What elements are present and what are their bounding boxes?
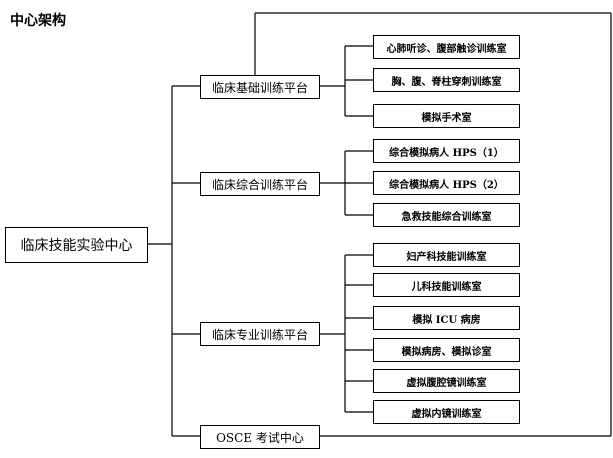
leaf-simulated-surgery-room: 模拟手术室 <box>373 104 520 128</box>
leaf-simulated-patient-2: 综合模拟病人 HPS（2） <box>373 171 520 195</box>
root-node: 临床技能实验中心 <box>5 227 148 263</box>
leaf-simulated-icu: 模拟 ICU 病房 <box>373 306 520 330</box>
platform-osce-center: OSCE 考试中心 <box>200 425 320 449</box>
platform-specialty-training: 临床专业训练平台 <box>200 322 320 346</box>
platform-comprehensive-training: 临床综合训练平台 <box>200 172 320 196</box>
leaf-pediatrics-room: 儿科技能训练室 <box>373 273 520 297</box>
leaf-cardiopulmonary-abdominal-room: 心肺听诊、腹部触诊训练室 <box>373 35 520 59</box>
leaf-obstetrics-room: 妇产科技能训练室 <box>373 243 520 267</box>
leaf-virtual-endoscopy-room: 虚拟内镜训练室 <box>373 400 520 424</box>
leaf-virtual-laparoscopy-room: 虚拟腹腔镜训练室 <box>373 369 520 393</box>
leaf-simulated-patient-1: 综合模拟病人 HPS（1） <box>373 139 520 163</box>
leaf-emergency-skills-room: 急救技能综合训练室 <box>373 203 520 227</box>
page-title: 中心架构 <box>10 13 66 29</box>
leaf-puncture-room: 胸、腹、脊柱穿刺训练室 <box>373 68 520 92</box>
platform-basic-training: 临床基础训练平台 <box>200 75 320 99</box>
leaf-simulated-ward-clinic: 模拟病房、模拟诊室 <box>373 338 520 362</box>
